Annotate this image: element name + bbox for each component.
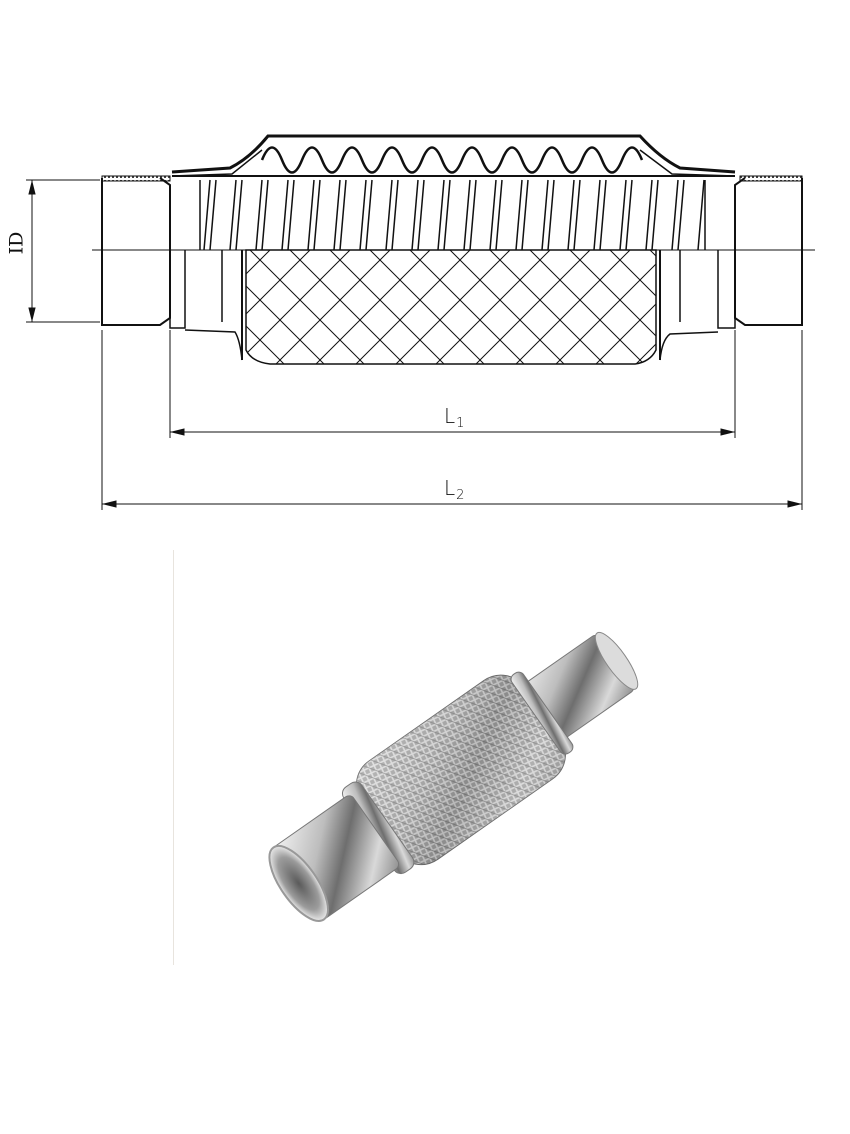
l2-letter: L — [444, 476, 457, 500]
bellows — [171, 134, 736, 177]
l1-letter: L — [444, 404, 457, 428]
l2-subscript: 2 — [456, 488, 466, 503]
cross-section-svg — [26, 134, 815, 510]
tube-opening — [268, 844, 329, 922]
id-dimension — [26, 179, 100, 323]
right-collar — [510, 671, 574, 755]
photo-divider-line — [173, 550, 174, 965]
l1-dimension-label: L1 — [444, 404, 465, 431]
l2-dimension-label: L2 — [444, 476, 465, 503]
l1-dimension — [169, 330, 736, 438]
flex-pipe-illustration — [268, 631, 639, 922]
end-tube-right — [659, 175, 803, 361]
l2-dimension — [101, 330, 803, 510]
id-dimension-label: ID — [5, 231, 28, 255]
technical-drawing: ID L1 L2 — [0, 0, 850, 520]
end-tube-left — [101, 175, 243, 361]
l1-subscript: 1 — [456, 416, 466, 431]
interlock-liner — [199, 179, 706, 251]
wire-braid — [245, 249, 657, 365]
product-photo — [240, 595, 690, 940]
